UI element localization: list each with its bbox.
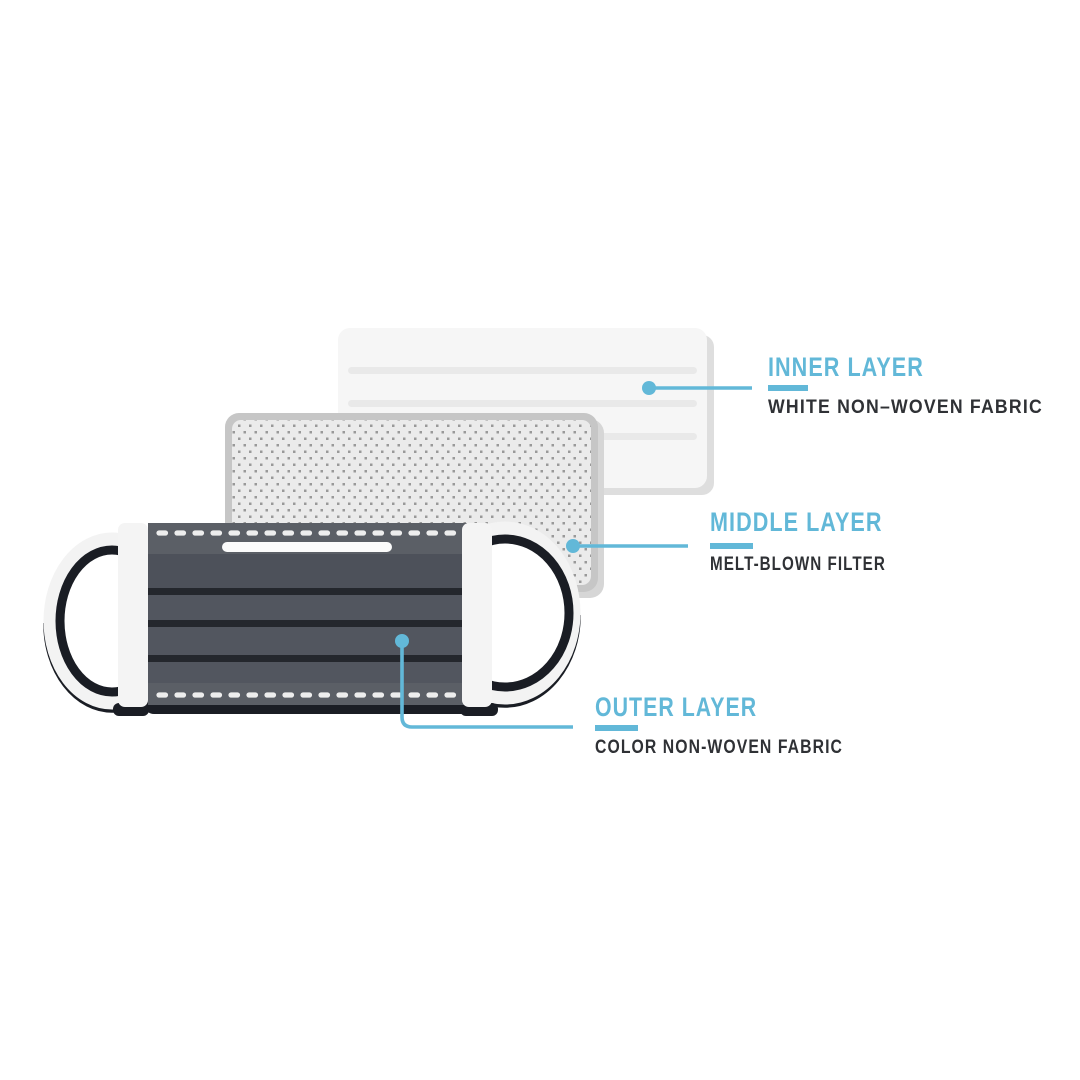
inner-layer-underline	[768, 385, 808, 391]
mask-body	[148, 523, 467, 705]
mask-band-right	[462, 523, 492, 707]
mask-illustration	[43, 521, 581, 716]
middle-layer-underline	[710, 543, 753, 549]
middle-layer-subtitle: MELT-BLOWN FILTER	[710, 554, 886, 575]
callout-connectors	[395, 381, 752, 729]
outer-callout-line	[400, 641, 573, 729]
outer-layer-title: OUTER LAYER	[595, 692, 758, 722]
nose-strip	[222, 542, 392, 552]
inner-layer-title: INNER LAYER	[768, 352, 924, 382]
outer-layer-underline	[595, 725, 638, 731]
outer-layer-subtitle: COLOR NON-WOVEN FABRIC	[595, 737, 844, 758]
inner-layer-subtitle: WHITE NON–WOVEN FABRIC	[768, 397, 1043, 418]
middle-layer-title: MIDDLE LAYER	[710, 507, 883, 537]
mask-band-left	[118, 523, 148, 707]
